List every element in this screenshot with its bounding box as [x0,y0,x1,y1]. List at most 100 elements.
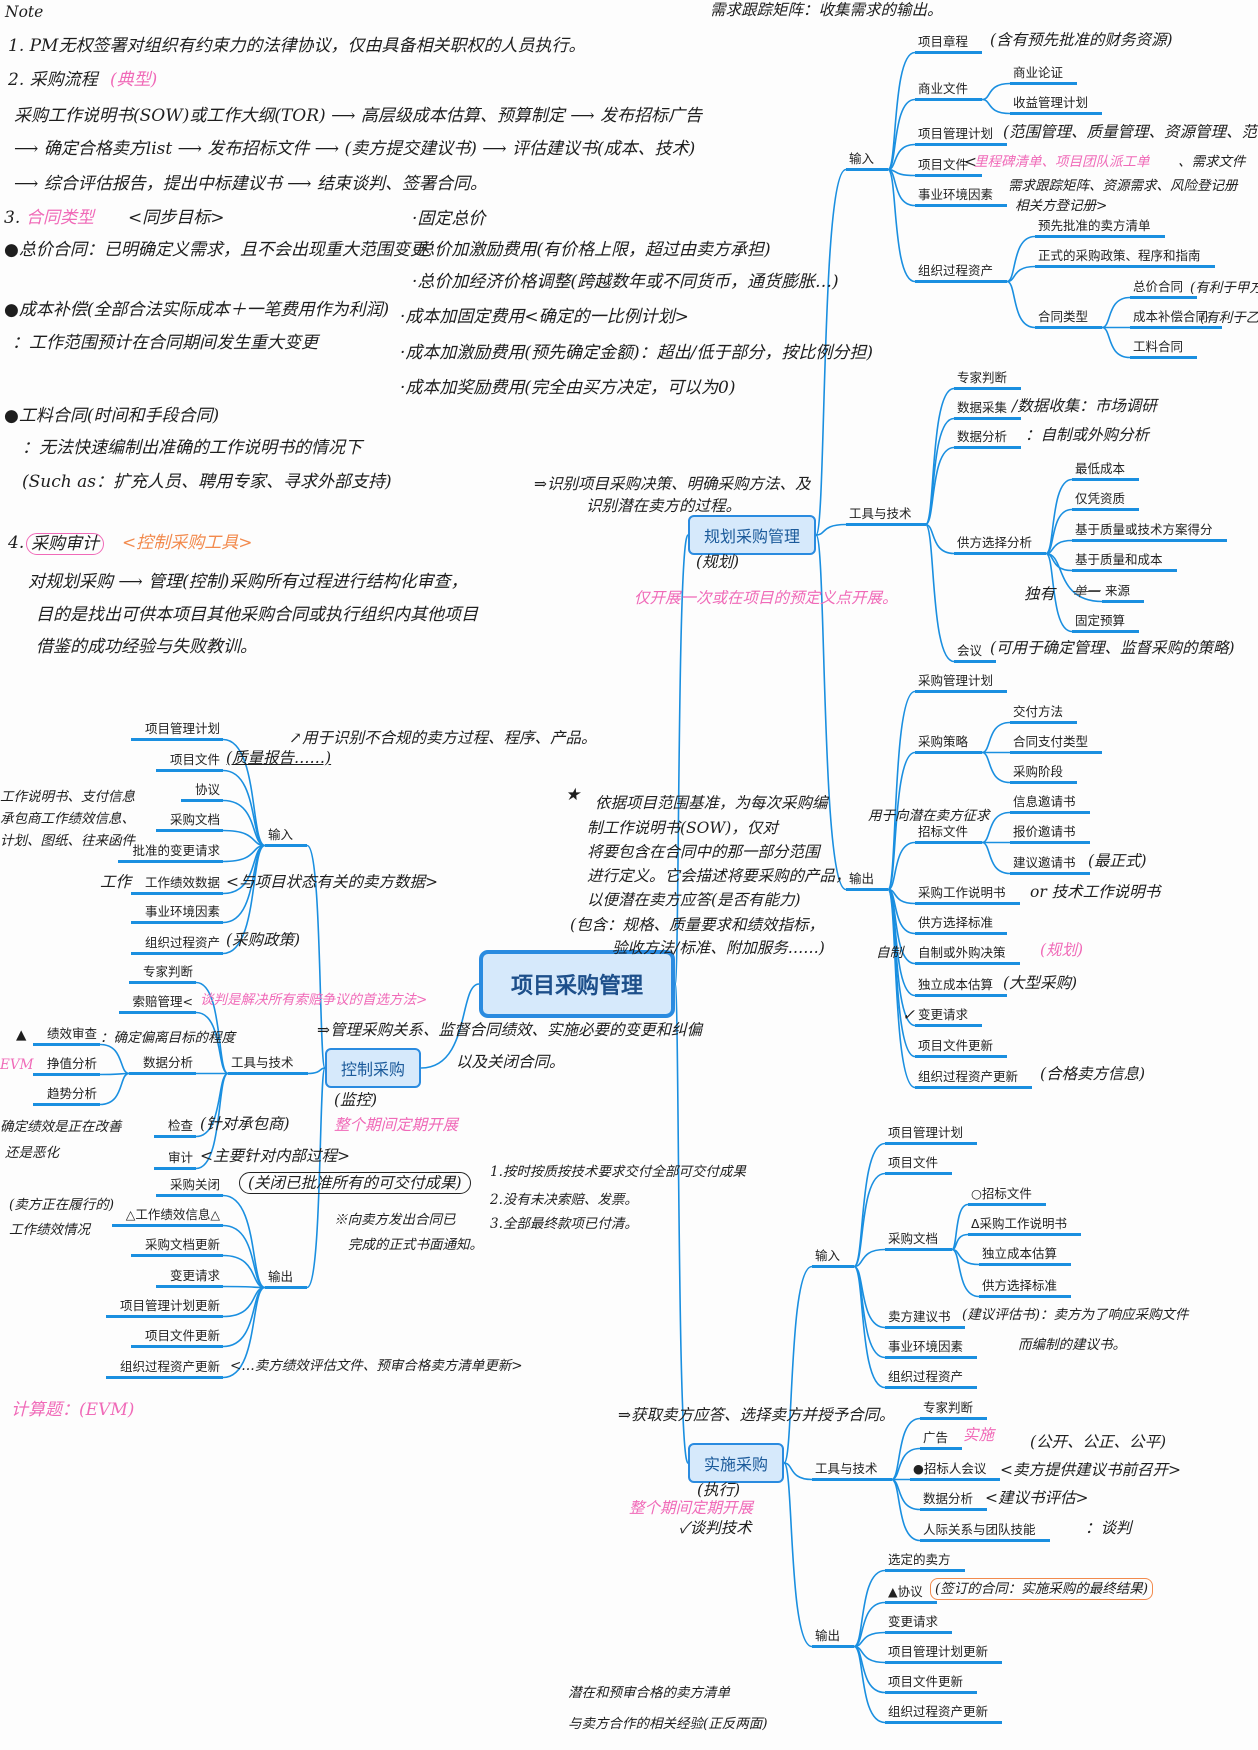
mind-map-node[interactable]: 组织过程资产 [130,934,223,955]
central-topic[interactable]: 项目采购管理 [479,950,676,1018]
mind-map-node[interactable]: 人际关系与团队技能 [920,1521,1050,1542]
mind-map-node[interactable]: 审计 [153,1149,196,1170]
process-conduct-procurements[interactable]: 实施采购 [688,1443,785,1483]
mind-map-node[interactable]: 独立成本估算 [915,976,1008,997]
mind-map-node[interactable]: 信息邀请书 [1010,793,1090,814]
mind-map-node[interactable]: 商业文件 [915,80,983,101]
mind-map-node[interactable]: 事业环境因素 [915,186,1008,207]
mind-map-node[interactable]: 广告 [920,1429,963,1450]
mind-map-node[interactable]: 供方选择分析 [954,534,1047,555]
mind-map-node[interactable]: 项目文件 [155,751,223,772]
mind-map-node[interactable]: 合同支付类型 [1010,733,1103,754]
mind-map-node[interactable]: 协议 [180,781,223,802]
mind-map-node[interactable]: 报价邀请书 [1010,823,1090,844]
mind-map-node[interactable]: 总价合同 [1130,278,1198,299]
fixed-type: ·总价加经济价格调整(跨越数年或不同货币，通货膨胀…) [412,272,839,292]
mind-map-node[interactable]: 组织过程资产更新 [885,1703,1003,1724]
mind-map-node[interactable]: 工作绩效数据 [130,874,223,895]
mind-map-node[interactable]: 卖方建议书 [885,1308,965,1329]
mind-map-node[interactable]: 专家判断 [128,963,196,984]
mind-map-node[interactable]: 趋势分析 [32,1085,100,1106]
mind-map-node[interactable]: 采购文档更新 [130,1236,223,1257]
mind-map-node[interactable]: 数据分析 [954,428,1022,449]
mind-map-node[interactable]: ▲协议 [885,1583,937,1604]
mind-map-node[interactable]: 绩效审查 [32,1025,100,1046]
mind-map-node[interactable]: 会议 [954,642,997,663]
mind-map-node[interactable]: 自制或外购决策 [915,944,1020,965]
mind-map-node[interactable]: 数据分析 [128,1054,196,1075]
mind-map-node[interactable]: 项目文件更新 [915,1037,1008,1058]
mind-map-node[interactable]: 商业论证 [1010,64,1078,85]
mind-map-node[interactable]: 合同类型 [1035,308,1103,329]
mind-map-node[interactable]: 交付方法 [1010,703,1078,724]
plan-outputs[interactable]: 输出 [846,870,889,891]
execute-tools[interactable]: 工具与技术 [812,1460,892,1481]
mind-map-node[interactable]: 采购关闭 [155,1176,223,1197]
control-inputs[interactable]: 输入 [265,826,308,847]
mind-map-node[interactable]: 专家判断 [954,369,1022,390]
mind-map-node[interactable]: 采购管理计划 [915,672,1008,693]
mind-map-node[interactable]: 正式的采购政策、程序和指南 [1035,247,1215,268]
mind-map-node[interactable]: 基于质量和成本 [1072,551,1177,572]
mind-map-node[interactable]: 项目管理计划 [915,125,1008,146]
mind-map-node[interactable]: 招标文件 [915,823,983,844]
mind-map-node[interactable]: 项目文件更新 [885,1673,978,1694]
mind-map-node[interactable]: 数据采集 [954,399,1022,420]
mind-map-node[interactable]: 项目文件 [885,1154,953,1175]
mind-map-node[interactable]: 选定的卖方 [885,1551,965,1572]
process-control-procurements[interactable]: 控制采购 [325,1048,422,1088]
mind-map-node[interactable]: 采购工作说明书 [915,884,1020,905]
control-outputs[interactable]: 输出 [265,1268,308,1289]
mind-map-node[interactable]: 项目文件更新 [130,1327,223,1348]
execute-outputs[interactable]: 输出 [812,1627,855,1648]
mind-map-node[interactable]: 组织过程资产 [885,1368,978,1389]
mind-map-node[interactable]: 索赔管理< [118,993,196,1014]
mind-map-node[interactable]: 变更请求 [915,1006,983,1027]
mind-map-node[interactable]: 收益管理计划 [1010,94,1103,115]
mind-map-node[interactable]: 组织过程资产更新 [915,1068,1033,1089]
mind-map-node[interactable]: 工料合同 [1130,338,1198,359]
plan-inputs[interactable]: 输入 [846,150,889,171]
mind-map-node[interactable]: 事业环境因素 [130,903,223,924]
mind-map-node[interactable]: 采购阶段 [1010,763,1078,784]
mind-map-node[interactable]: 项目管理计划更新 [885,1643,1003,1664]
mind-map-node[interactable]: 采购文档 [885,1230,953,1251]
mind-map-node[interactable]: 仅凭资质 [1072,490,1140,511]
mind-map-node[interactable]: ●招标人会议 [910,1460,1001,1481]
mind-map-node[interactable]: 专家判断 [920,1399,988,1420]
control-tools[interactable]: 工具与技术 [228,1054,308,1075]
mind-map-node[interactable]: 采购策略 [915,733,983,754]
mind-map-node[interactable]: 组织过程资产 [915,262,1008,283]
execute-inputs[interactable]: 输入 [812,1247,855,1268]
mind-map-node[interactable]: 预先批准的卖方清单 [1035,217,1165,238]
mind-map-node[interactable]: 项目文件 [915,156,983,177]
mind-map-node[interactable]: 基于质量或技术方案得分 [1072,521,1227,542]
mind-map-node[interactable]: 最低成本 [1072,460,1140,481]
mind-map-node[interactable]: 来源 [1102,582,1145,603]
mind-map-node[interactable]: 变更请求 [885,1613,953,1634]
mind-map-node[interactable]: 供方选择标准 [979,1277,1072,1298]
process-plan-procurement[interactable]: 规划采购管理 [688,515,817,555]
mind-map-node[interactable]: 固定预算 [1072,612,1140,633]
mind-map-node[interactable]: ○招标文件 [968,1185,1046,1206]
mind-map-node[interactable]: 挣值分析 [32,1055,100,1076]
mind-map-node[interactable]: 检查 [153,1117,196,1138]
note: or 技术工作说明书 [1030,883,1161,901]
mind-map-node[interactable]: 项目管理计划 [130,720,223,741]
mind-map-node[interactable]: 事业环境因素 [885,1338,978,1359]
mind-map-node[interactable]: 采购文档 [155,811,223,832]
mind-map-node[interactable]: 项目管理计划 [885,1124,978,1145]
mind-map-node[interactable]: Δ采购工作说明书 [968,1215,1082,1236]
mind-map-node[interactable]: 批准的变更请求 [118,842,223,863]
mind-map-node[interactable]: 组织过程资产更新 [105,1358,223,1379]
mind-map-node[interactable]: 项目章程 [915,33,983,54]
mind-map-node[interactable]: 建议邀请书 [1010,854,1090,875]
mind-map-node[interactable]: 成本补偿合同 [1130,308,1223,329]
plan-tools[interactable]: 工具与技术 [846,505,926,526]
mind-map-node[interactable]: 数据分析 [920,1490,988,1511]
mind-map-node[interactable]: 变更请求 [155,1267,223,1288]
mind-map-node[interactable]: 独立成本估算 [979,1245,1072,1266]
mind-map-node[interactable]: 供方选择标准 [915,914,1008,935]
mind-map-node[interactable]: 项目管理计划更新 [105,1297,223,1318]
mind-map-node[interactable]: △工作绩效信息△ [111,1206,223,1227]
